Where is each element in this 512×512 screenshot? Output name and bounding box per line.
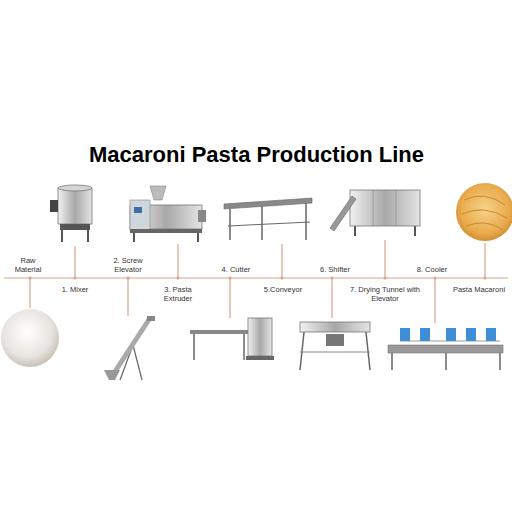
step-label: 7. Drying Tunnel with Elevator [343,285,427,303]
step-label: 1. Mixer [50,285,100,294]
timeline [4,240,508,323]
step-label: 3. Pasta Extruder [153,285,203,303]
step-label: 8. Cooler [407,265,457,274]
step-label: Raw Material [8,256,48,274]
cutter-machine [190,318,274,360]
timeline-dots [28,276,486,279]
drying-tunnel-machine [330,190,420,236]
pasta-photo [456,183,512,241]
mixer-machine [50,185,92,242]
flour-photo [1,309,59,367]
title: Macaroni Pasta Production Line [89,142,424,168]
step-label: 6. Shifter [310,265,360,274]
step-label: 2. Screw Elevator [103,256,153,274]
screw-elevator-machine [104,316,155,380]
extruder-machine [130,186,206,242]
cooler-machine [388,328,503,370]
conveyor-machine [224,198,312,240]
step-label: 4. Cutter [211,265,261,274]
shifter-machine [300,322,370,370]
step-label: Pasta Macaroni [451,285,507,294]
step-label: 5.Conveyor [255,285,311,294]
